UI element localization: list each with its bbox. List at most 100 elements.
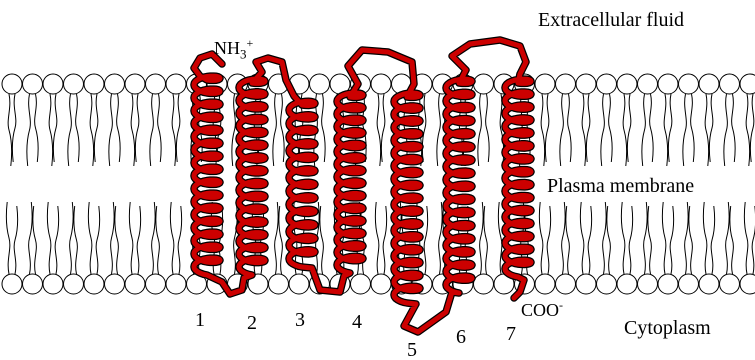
lipid-tail — [437, 94, 440, 166]
lipid-head-outer — [720, 74, 740, 94]
lipid-tail — [746, 94, 749, 166]
lipid-tail — [178, 206, 181, 274]
lipid-head-inner — [43, 274, 63, 294]
lipid-head-inner — [289, 274, 309, 294]
lipid-tail — [88, 202, 91, 274]
lipid-tail — [691, 94, 694, 162]
lipid-head-outer — [105, 74, 125, 94]
lipid-head-outer — [84, 74, 104, 94]
lipid-head-inner — [576, 274, 596, 294]
lipid-tail — [377, 94, 380, 166]
lipid-tail — [664, 94, 667, 166]
lipid-tail — [683, 94, 686, 166]
lipid-tail — [726, 202, 729, 274]
lipid-head-outer — [740, 74, 755, 94]
helix-number-6: 6 — [451, 327, 471, 347]
lipid-tail — [629, 206, 632, 274]
lipid-tail — [176, 94, 179, 162]
lipid-tail — [650, 94, 653, 162]
lipid-head-inner — [597, 274, 617, 294]
lipid-tail — [623, 94, 626, 166]
lipid-head-inner — [351, 274, 371, 294]
lipid-head-outer — [23, 74, 43, 94]
lipid-tail — [668, 94, 671, 162]
lipid-head-inner — [679, 274, 699, 294]
lipid-tail — [662, 202, 665, 274]
lipid-head-outer — [371, 74, 391, 94]
lipid-head-outer — [535, 74, 555, 94]
lipid-head-outer — [310, 74, 330, 94]
lipid-head-outer — [617, 74, 637, 94]
lipid-head-outer — [699, 74, 719, 94]
lipid-tail — [96, 206, 99, 274]
lipid-tail — [711, 206, 714, 274]
lipid-tail — [560, 94, 563, 166]
lipid-tail — [381, 94, 384, 162]
lipid-tail — [498, 202, 501, 274]
lipid-tail — [115, 206, 118, 274]
lipid-tail — [232, 94, 235, 166]
lipid-tail — [55, 206, 58, 274]
lipid-tail — [172, 94, 175, 166]
cytoplasm-label: Cytoplasm — [624, 318, 711, 338]
lipid-tail — [609, 94, 612, 162]
lipid-head-inner — [125, 274, 145, 294]
lipid-head-outer — [638, 74, 658, 94]
lipid-tail — [422, 94, 425, 162]
lipid-tail — [480, 202, 483, 274]
lipid-tail — [478, 94, 481, 166]
c-terminus-label: COO- — [521, 300, 563, 320]
lipid-tail — [750, 94, 753, 162]
lipid-head-outer — [43, 74, 63, 94]
lipid-tail — [12, 94, 15, 162]
lipid-tail — [6, 202, 9, 274]
lipid-tail — [539, 202, 542, 274]
lipid-head-outer — [146, 74, 166, 94]
lipid-tail — [582, 94, 585, 166]
lipid-head-inner — [720, 274, 740, 294]
lipid-head-inner — [23, 274, 43, 294]
lipid-tail — [111, 202, 114, 274]
lipid-tail — [562, 202, 565, 274]
helix-number-1: 1 — [190, 310, 210, 330]
lipid-head-inner — [638, 274, 658, 294]
lipid-tail — [14, 206, 17, 274]
lipid-head-inner — [64, 274, 84, 294]
lipid-tail — [705, 94, 708, 166]
lipid-tail — [642, 94, 645, 166]
lipid-head-inner — [84, 274, 104, 294]
helix-number-7: 7 — [501, 324, 521, 344]
lipid-tail — [588, 206, 591, 274]
lipid-tail — [603, 202, 606, 274]
lipid-tail — [486, 94, 489, 162]
lipid-tail — [541, 94, 544, 166]
lipid-tail — [586, 94, 589, 162]
lipid-head-inner — [658, 274, 678, 294]
lipid-tail — [137, 206, 140, 274]
lipid-head-outer — [576, 74, 596, 94]
lipid-tail — [70, 202, 73, 274]
lipid-tail — [53, 94, 56, 162]
lipid-tail — [724, 94, 727, 166]
lipid-tail — [566, 206, 569, 274]
lipid-tail — [383, 206, 386, 274]
lipid-tail — [273, 94, 276, 166]
lipid-head-inner — [269, 274, 289, 294]
lipid-tail — [135, 94, 138, 162]
lipid-tail — [568, 94, 571, 162]
lipid-tail — [156, 206, 159, 274]
lipid-tail — [607, 206, 610, 274]
lipid-tail — [8, 94, 11, 166]
extracellular-fluid-label: Extracellular fluid — [538, 10, 684, 30]
lipid-tail — [732, 94, 735, 162]
lipid-tail — [33, 206, 36, 274]
lipid-head-inner — [535, 274, 555, 294]
lipid-head-outer — [556, 74, 576, 94]
lipid-tail — [670, 206, 673, 274]
lipid-tail — [547, 206, 550, 274]
lipid-tail — [74, 206, 77, 274]
lipid-head-inner — [474, 274, 494, 294]
lipid-tail — [68, 94, 71, 166]
lipid-tail — [545, 94, 548, 162]
